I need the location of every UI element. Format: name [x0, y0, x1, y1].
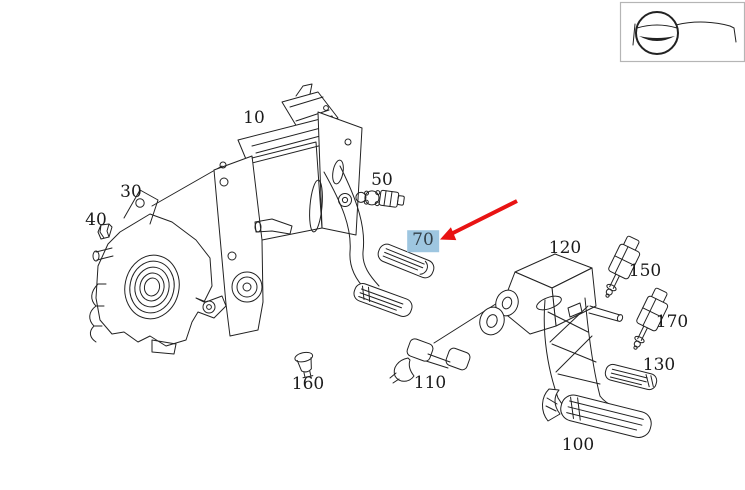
part-label-100[interactable]: 100: [561, 435, 595, 456]
vehicle-thumbnail[interactable]: [619, 1, 745, 63]
part-label-50[interactable]: 50: [371, 170, 393, 191]
part-label-10[interactable]: 10: [243, 108, 265, 129]
part-150-drawing: [605, 235, 641, 298]
part-100-drawing: [479, 253, 652, 438]
part-70-drawing: [377, 243, 435, 279]
part-30-drawing: [89, 189, 227, 355]
part-label-150[interactable]: 150: [628, 261, 662, 282]
part-130-drawing: [604, 363, 658, 391]
part-label-110[interactable]: 110: [413, 373, 447, 394]
part-label-30[interactable]: 30: [120, 182, 142, 203]
callout-arrow: [440, 199, 518, 241]
part-10-drawing: [213, 83, 413, 337]
car-front-outline-icon: [632, 11, 737, 55]
part-50-drawing: [355, 189, 405, 208]
part-label-120[interactable]: 120: [548, 238, 582, 259]
part-110-drawing: [389, 338, 471, 384]
part-160-drawing: [294, 351, 314, 379]
part-label-40[interactable]: 40: [85, 210, 107, 231]
part-label-160[interactable]: 160: [291, 374, 325, 395]
part-label-70-selected[interactable]: 70: [407, 230, 439, 252]
part-label-170[interactable]: 170: [655, 312, 689, 333]
part-40-drawing: [97, 223, 113, 240]
part-label-130[interactable]: 130: [642, 355, 676, 376]
part-170-drawing: [633, 287, 669, 350]
leader-line-10-30: [151, 165, 223, 207]
